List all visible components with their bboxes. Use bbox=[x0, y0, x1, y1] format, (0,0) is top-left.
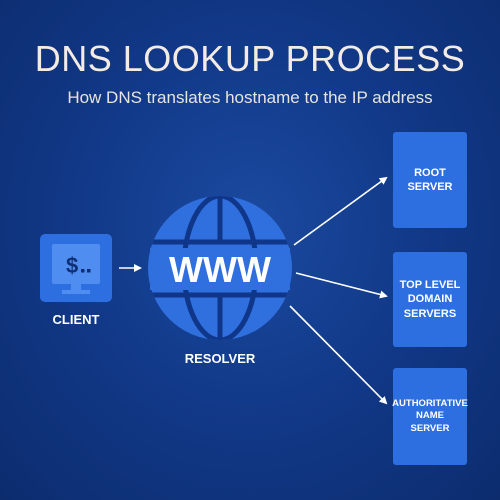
globe-www-text: WWW bbox=[169, 249, 271, 290]
arrow-resolver-to-authoritative bbox=[289, 305, 388, 405]
svg-text:$: $ bbox=[66, 253, 78, 278]
root-server-node: ROOT SERVER bbox=[393, 132, 467, 228]
tld-server-label: TOP LEVEL DOMAIN SERVERS bbox=[399, 279, 461, 320]
authoritative-server-label: AUTHORITATIVE NAME SERVER bbox=[392, 397, 468, 434]
page-subtitle: How DNS translates hostname to the IP ad… bbox=[67, 88, 433, 107]
tld-server-node: TOP LEVEL DOMAIN SERVERS bbox=[393, 252, 467, 347]
arrow-resolver-to-tld bbox=[295, 272, 388, 299]
resolver-label: RESOLVER bbox=[184, 351, 256, 366]
client-label: CLIENT bbox=[52, 312, 100, 327]
authoritative-server-node: AUTHORITATIVE NAME SERVER bbox=[392, 368, 468, 465]
page-title: DNS LOOKUP PROCESS bbox=[34, 38, 466, 79]
arrow-resolver-to-root bbox=[293, 176, 388, 246]
terminal-monitor-icon: $ bbox=[52, 244, 100, 294]
globe-icon bbox=[148, 196, 292, 340]
root-server-label: ROOT SERVER bbox=[407, 166, 453, 193]
client-node: $ bbox=[40, 234, 112, 302]
